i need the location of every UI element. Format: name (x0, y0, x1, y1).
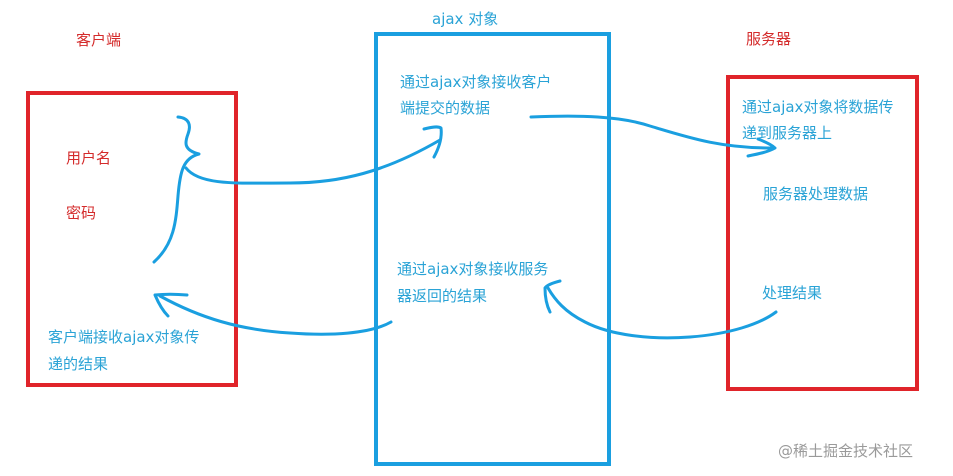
ajax-receive-server-line1: 通过ajax对象接收服务 (397, 260, 549, 278)
client-title: 客户端 (76, 31, 122, 49)
ajax-box (374, 32, 611, 466)
ajax-title: ajax 对象 (432, 10, 499, 28)
ajax-receive-client-line1: 通过ajax对象接收客户 (400, 73, 552, 91)
client-box (26, 91, 238, 387)
password-label: 密码 (66, 204, 97, 222)
server-send-line1: 通过ajax对象将数据传 (742, 98, 894, 116)
server-box (726, 75, 919, 391)
server-result-text: 处理结果 (762, 284, 823, 302)
client-receive-line1: 客户端接收ajax对象传 (48, 328, 200, 346)
server-send-line2: 递到服务器上 (742, 124, 833, 142)
client-receive-line2: 递的结果 (48, 355, 109, 373)
ajax-receive-client-line2: 端提交的数据 (400, 99, 491, 117)
username-label: 用户名 (66, 149, 112, 167)
watermark: @稀土掘金技术社区 (778, 442, 914, 460)
server-title: 服务器 (746, 30, 792, 48)
server-process-text: 服务器处理数据 (763, 185, 869, 203)
ajax-receive-server-line2: 器返回的结果 (397, 287, 488, 305)
